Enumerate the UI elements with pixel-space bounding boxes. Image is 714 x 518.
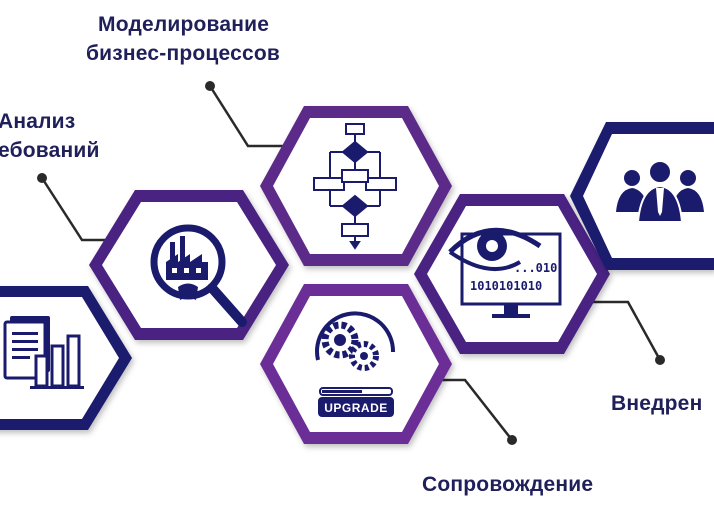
label-support: Сопровождение [422, 473, 594, 496]
binary-row-1: ...010 [514, 261, 557, 275]
upgrade-label: UPGRADE [324, 401, 388, 415]
connector-analysis [37, 173, 120, 242]
hex-monitoring [414, 194, 610, 354]
gears-upgrade-icon: UPGRADE [315, 311, 396, 417]
connector-modeling [205, 81, 288, 148]
label-implementation: Внедрен [611, 392, 703, 415]
connector-implementation [590, 300, 665, 365]
team-people-icon [616, 160, 704, 223]
eye-binary-monitor-icon: ...010 1010101010 [448, 227, 562, 318]
documents-chart-icon [3, 316, 84, 389]
factory-magnifier-icon [150, 224, 247, 327]
flowchart-icon [313, 123, 397, 250]
hex-modeling [260, 106, 452, 266]
label-modeling-line1: Моделирование [98, 13, 270, 36]
label-analysis-line2: ебований [0, 139, 100, 162]
label-modeling-line2: бизнес-процессов [86, 42, 281, 65]
binary-row-2: 1010101010 [470, 279, 542, 293]
label-analysis-line1: Анализ [0, 110, 76, 133]
